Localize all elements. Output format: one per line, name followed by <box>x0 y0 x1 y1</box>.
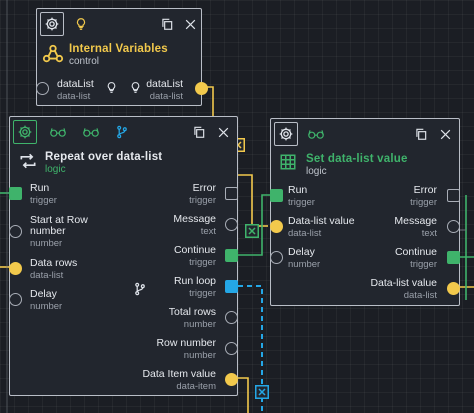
variables-icon <box>42 43 64 65</box>
port-delay: Delay number <box>30 288 63 313</box>
port-run: Run trigger <box>288 184 315 209</box>
copy-icon[interactable] <box>155 12 179 36</box>
input-pin-data-rows[interactable] <box>9 262 22 275</box>
node-repeat-over-data-list[interactable]: Repeat over data-list logic Run trigger … <box>9 116 238 396</box>
output-pin-error[interactable] <box>447 189 460 202</box>
copy-icon[interactable] <box>187 120 211 144</box>
port-run-loop: Run loop trigger <box>173 275 216 300</box>
output-pin-continue[interactable] <box>225 249 238 262</box>
close-icon[interactable] <box>433 122 457 146</box>
grid-icon <box>279 153 301 175</box>
node-toolbar <box>37 9 201 39</box>
input-pin-data-list-value[interactable] <box>270 220 283 233</box>
wire-grey-out[interactable] <box>238 377 249 413</box>
port-continue: Continue trigger <box>394 246 437 271</box>
bulb-icon[interactable] <box>69 12 93 36</box>
bulb-icon[interactable] <box>103 79 119 95</box>
node-title: Repeat over data-list <box>45 151 163 163</box>
node-set-data-list-value[interactable]: Set data-list value logic Run trigger Da… <box>270 118 460 306</box>
output-pin-continue[interactable] <box>447 251 460 264</box>
port-message: Message text <box>173 213 216 238</box>
repeat-icon <box>18 151 40 173</box>
port-continue: Continue trigger <box>173 244 216 269</box>
port-data-list-value-out: Data-list value data-list <box>370 277 437 302</box>
glasses-icon[interactable] <box>46 120 70 144</box>
port-data-list-value: Data-list value data-list <box>288 215 355 240</box>
copy-icon[interactable] <box>409 122 433 146</box>
port-datalist-input: dataList data-list <box>57 78 94 103</box>
glasses-icon[interactable] <box>304 122 328 146</box>
gear-icon[interactable] <box>13 120 37 144</box>
input-pin-start-at-row[interactable] <box>9 225 22 238</box>
node-internal-variables[interactable]: Internal Variables control dataList data… <box>36 8 208 106</box>
output-pin-message[interactable] <box>447 220 460 233</box>
node-toolbar <box>10 117 237 147</box>
node-subtitle: control <box>69 56 100 67</box>
port-message: Message text <box>394 215 437 240</box>
port-datalist-output: dataList data-list <box>146 78 183 103</box>
port-data-rows: Data rows data-list <box>30 257 78 282</box>
output-pin-message[interactable] <box>225 218 238 231</box>
port-row-number: Row number number <box>156 337 216 362</box>
port-run: Run trigger <box>30 182 57 207</box>
port-error: Error trigger <box>189 182 216 207</box>
wire-runloop-blue[interactable] <box>238 285 263 413</box>
node-subtitle: logic <box>45 164 66 175</box>
wire-delete-blue-icon[interactable] <box>255 385 269 399</box>
node-toolbar <box>271 119 459 149</box>
output-pin-data-item-value[interactable] <box>225 373 238 386</box>
wire-delete-green-icon[interactable] <box>245 224 259 238</box>
gear-icon[interactable] <box>40 12 64 36</box>
node-subtitle: logic <box>306 166 327 177</box>
port-total-rows: Total rows number <box>168 306 216 331</box>
output-pin-datalist[interactable] <box>195 82 208 95</box>
output-pin-row-number[interactable] <box>225 342 238 355</box>
close-icon[interactable] <box>211 120 235 144</box>
input-pin-datalist[interactable] <box>36 82 49 95</box>
branch-icon[interactable] <box>110 120 134 144</box>
close-icon[interactable] <box>178 12 202 36</box>
port-error: Error trigger <box>410 184 437 209</box>
output-pin-data-list-value[interactable] <box>447 282 460 295</box>
input-pin-run[interactable] <box>9 187 22 200</box>
gear-icon[interactable] <box>274 122 298 146</box>
port-data-item-value: Data Item value data-item <box>142 368 216 393</box>
branch-icon <box>128 277 152 301</box>
glasses-icon[interactable] <box>79 120 103 144</box>
input-pin-delay[interactable] <box>9 293 22 306</box>
node-title: Internal Variables <box>69 43 168 55</box>
bulb-icon[interactable] <box>127 79 143 95</box>
input-pin-delay[interactable] <box>270 251 283 264</box>
output-pin-run-loop[interactable] <box>225 280 238 293</box>
input-pin-run[interactable] <box>270 189 283 202</box>
port-start-at-row: Start at Row number number <box>30 214 88 250</box>
output-pin-total-rows[interactable] <box>225 311 238 324</box>
node-title: Set data-list value <box>306 153 408 165</box>
output-pin-error[interactable] <box>225 187 238 200</box>
port-delay: Delay number <box>288 246 321 271</box>
